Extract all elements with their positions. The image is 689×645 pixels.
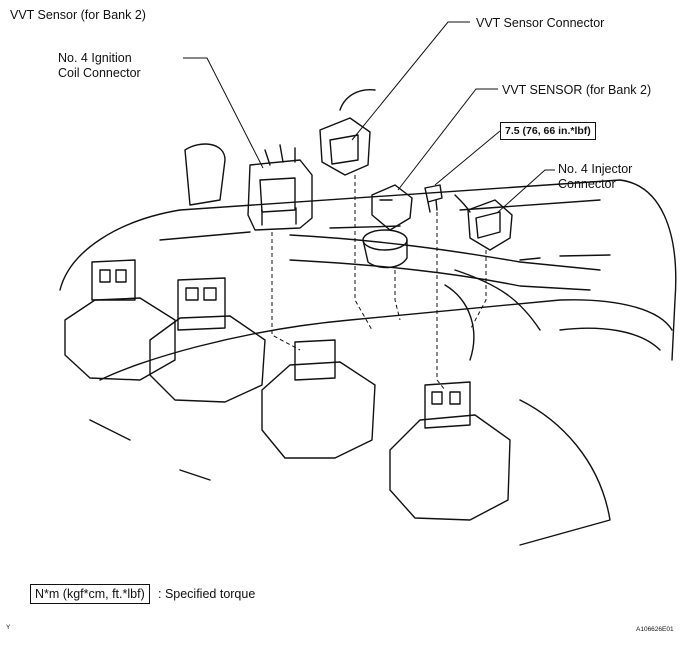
vvt-sensor-connector-label: VVT Sensor Connector [476, 16, 605, 30]
figure-id: A106626E01 [636, 626, 674, 633]
torque-specification: 7.5 (76, 66 in.*lbf) [500, 122, 596, 140]
corner-mark: Y [6, 624, 11, 631]
ignition-coil-connector-label: No. 4 Ignition Coil Connector [58, 51, 141, 80]
vvt-sensor-bank2-title: VVT Sensor (for Bank 2) [10, 8, 146, 22]
injector-connector-label: No. 4 Injector Connector [558, 162, 633, 191]
torque-unit-legend-text: : Specified torque [158, 587, 256, 601]
torque-unit-legend-box: N*m (kgf*cm, ft.*lbf) [30, 584, 150, 604]
vvt-sensor-label: VVT SENSOR (for Bank 2) [502, 83, 652, 97]
